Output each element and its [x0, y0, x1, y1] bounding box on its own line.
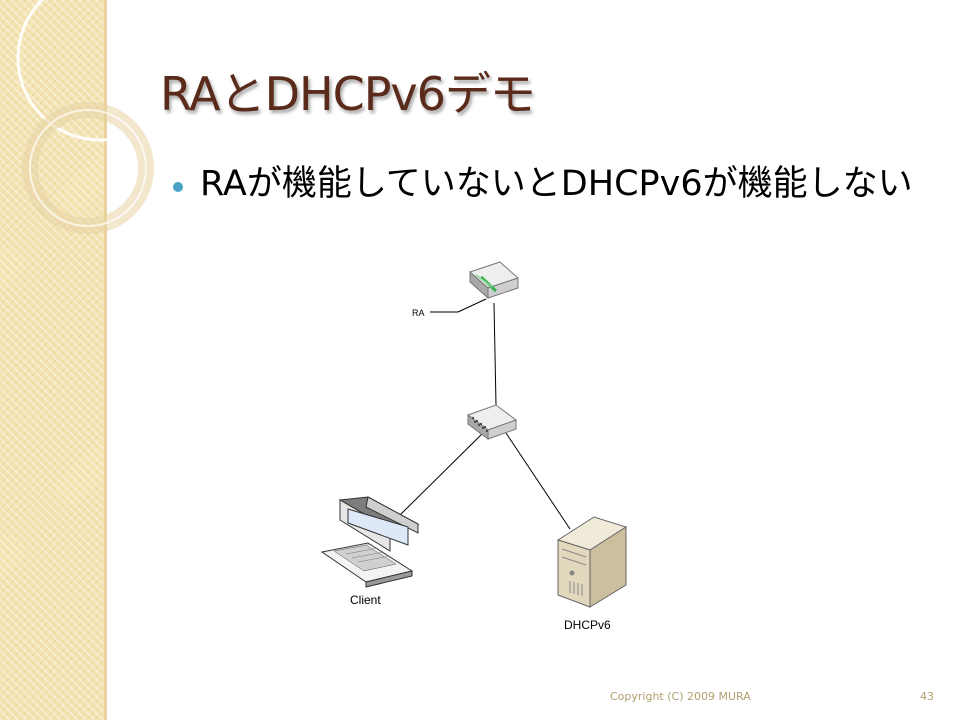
side-band-edge — [104, 0, 107, 720]
footer-copyright: Copyright (C) 2009 MURA — [610, 690, 751, 703]
bullet-text: RAが機能していないとDHCPv6が機能しない — [200, 164, 913, 204]
slide-title: RAとDHCPv6デモ — [160, 67, 536, 121]
router-icon — [469, 261, 519, 300]
ra-callout-slope — [457, 298, 487, 313]
client-label: Client — [350, 593, 381, 607]
laptop-icon — [320, 496, 420, 588]
bullet-dot — [173, 182, 183, 192]
server-label: DHCPv6 — [564, 618, 611, 632]
decorative-circles — [16, 0, 180, 234]
ra-label: RA — [412, 308, 425, 318]
server-icon — [556, 516, 628, 608]
router-to-switch-link — [493, 302, 497, 406]
network-diagram: RA Client DHCPv6 — [320, 261, 628, 632]
switch-to-server-link — [503, 429, 571, 530]
switch-to-client-link — [397, 429, 487, 518]
page-number: 43 — [920, 690, 934, 703]
switch-icon — [466, 404, 518, 440]
